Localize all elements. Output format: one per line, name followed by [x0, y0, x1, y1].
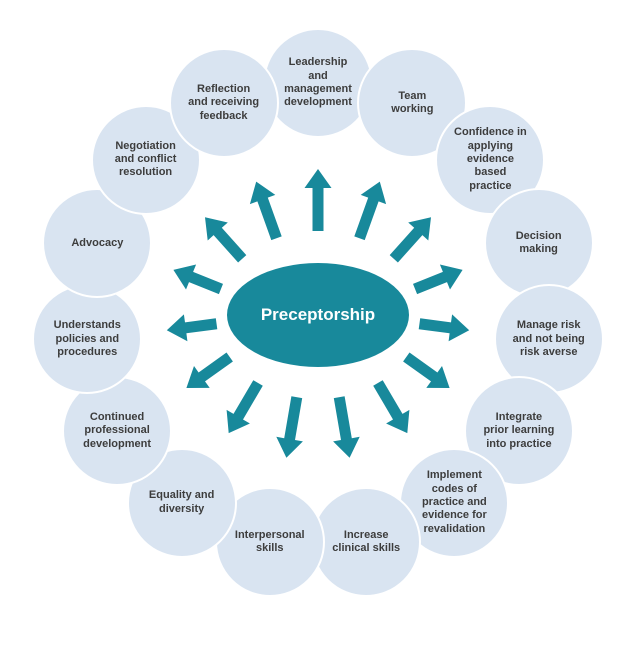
- radial-arrow: [389, 217, 431, 263]
- node-label: Manage risk and not being risk averse: [512, 319, 585, 358]
- diagram-node: Decision making: [483, 188, 594, 299]
- node-label: Increase clinical skills: [332, 528, 401, 554]
- radial-arrow: [186, 352, 233, 388]
- node-label: Understands policies and procedures: [53, 319, 121, 358]
- radial-arrow: [205, 217, 247, 263]
- diagram-node: Understands policies and procedures: [32, 284, 143, 395]
- node-label: Implement codes of practice and evidence…: [421, 469, 487, 535]
- diagram-node: Implement codes of practice and evidence…: [399, 447, 510, 558]
- radial-arrow: [304, 169, 332, 231]
- node-label: Reflection and receiving feedback: [188, 82, 260, 122]
- diagram-node: Equality and diversity: [126, 447, 237, 558]
- radial-arrow: [418, 314, 470, 342]
- node-label: Leadership and management development: [284, 56, 352, 109]
- radial-arrow: [413, 264, 463, 295]
- radial-arrow: [249, 181, 282, 241]
- node-label: Decision making: [515, 229, 562, 256]
- diagram-node: Negotiation and conflict resolution: [90, 104, 201, 215]
- node-label: Continued professional development: [83, 410, 151, 450]
- radial-arrow: [276, 396, 303, 458]
- diagram-node: Reflection and receiving feedback: [168, 48, 279, 159]
- center-ellipse: [227, 263, 409, 367]
- diagram-node: Leadership and management development: [263, 28, 373, 138]
- radial-arrow: [226, 380, 263, 434]
- radial-arrow: [403, 352, 450, 388]
- node-label: Equality and diversity: [148, 489, 215, 515]
- radial-arrow: [173, 264, 223, 295]
- radial-arrow: [333, 396, 360, 458]
- node-label: Integrate prior learning into practice: [483, 410, 555, 450]
- node-label: Advocacy: [71, 236, 124, 249]
- node-label: Interpersonal skills: [234, 528, 305, 554]
- node-label: Confidence in applying evidence based pr…: [454, 126, 527, 192]
- radial-arrow: [373, 380, 410, 434]
- node-label: Team working: [391, 89, 434, 116]
- node-label: Negotiation and conflict resolution: [114, 139, 177, 179]
- diagram-node: Continued professional development: [62, 376, 173, 486]
- diagram-node: Increase clinical skills: [311, 486, 422, 597]
- radial-arrow: [354, 181, 387, 241]
- diagram-node: Integrate prior learning into practice: [463, 376, 574, 486]
- radial-arrow: [166, 314, 218, 342]
